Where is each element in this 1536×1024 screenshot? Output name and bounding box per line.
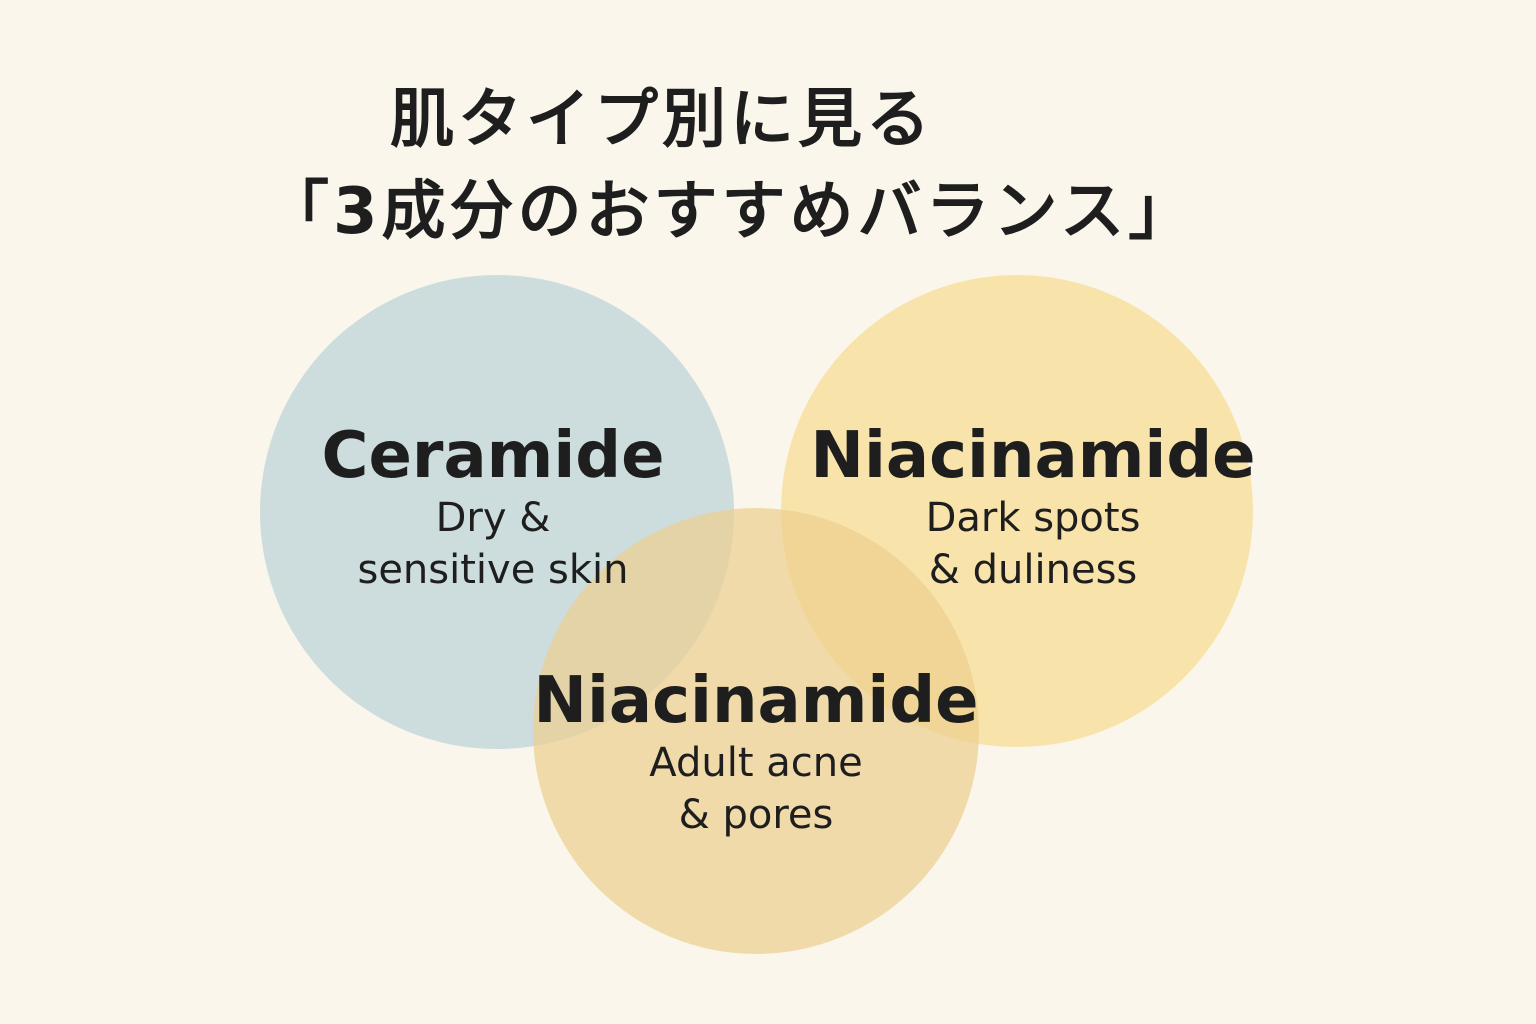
niacinamide-name: Niacinamide [533, 664, 979, 738]
ceramide-desc-2: sensitive skin [357, 547, 629, 593]
niacinamide-dark-spots-label: Niacinamide Dark spots & duliness [810, 420, 1255, 596]
ceramide-name: Ceramide [321, 419, 665, 493]
niacinamide-acne-circle [533, 508, 979, 954]
title-line-2: 「3成分のおすすめバランス」 [265, 175, 1197, 249]
niacinamide-acne-desc-2: & pores [678, 792, 834, 838]
ceramide-desc-1: Dry & [435, 495, 551, 541]
niacinamide-desc-2: & duliness [928, 547, 1138, 593]
title-line-1: 肌タイプ別に見る [390, 83, 934, 157]
niacinamide-acne-desc-1: Adult acne [649, 740, 863, 786]
niacinamide-acne-label: Niacinamide Adult acne & pores [533, 665, 978, 841]
niacinamide-name: Niacinamide [810, 419, 1256, 493]
niacinamide-desc-1: Dark spots [925, 495, 1141, 541]
ceramide-label: Ceramide Dry & sensitive skin [322, 420, 665, 596]
